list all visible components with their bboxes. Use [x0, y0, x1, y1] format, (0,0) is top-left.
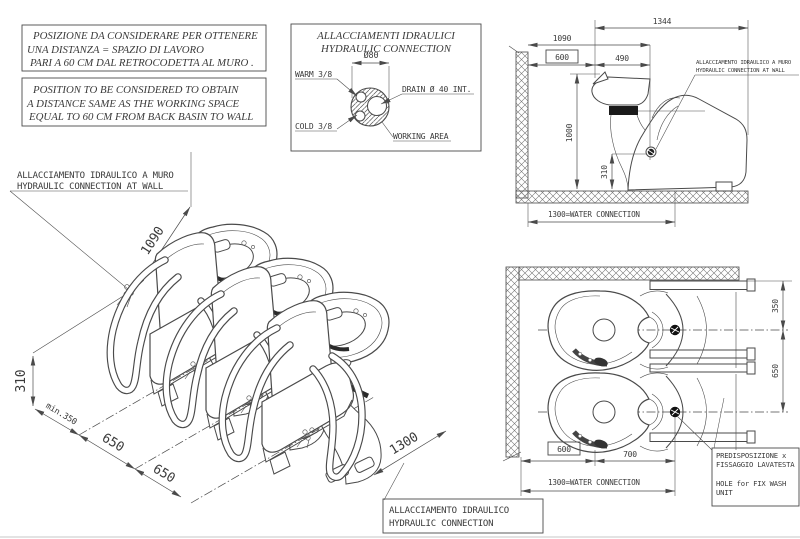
note-it-line3: PARI A 60 CM DAL RETROCODETTA AL MURO .: [29, 57, 254, 69]
hydraulic-detail-box: ALLACCIAMENTI IDRAULICI HYDRAULIC CONNEC…: [290, 23, 482, 152]
note-en-line3: EQUAL TO 60 CM FROM BACK BASIN TO WALL: [28, 111, 253, 123]
iso-dim-650b: 650: [150, 462, 177, 487]
iso-wall-label-italian: ALLACCIAMENTO IDRAULICO A MURO: [17, 171, 174, 181]
note-en-line2: A DISTANCE SAME AS THE WORKING SPACE: [26, 98, 240, 110]
plan-dim-600: 600: [557, 445, 571, 454]
plan-dim-700: 700: [623, 450, 637, 459]
side-label-english: HYDRAULIC CONNECTION AT WALL: [696, 68, 786, 74]
side-dim-1000: 1000: [565, 123, 574, 142]
cold-label: COLD 3/8: [295, 122, 332, 131]
plan-dim-350: 350: [771, 299, 780, 313]
plan-dim-650: 650: [771, 364, 780, 378]
plan-view: 350 650 600 700 1300=WATER CONNECTION PR…: [502, 266, 800, 507]
side-wall: [515, 51, 529, 199]
warm-label: WARM 3/8: [295, 70, 332, 79]
iso-wall-label-english: HYDRAULIC CONNECTION AT WALL: [17, 182, 163, 192]
side-dim-1090: 1090: [553, 34, 572, 43]
drain-label: DRAIN Ø 40 INT.: [402, 84, 471, 94]
note-en-line1: POSITION TO BE CONSIDERED TO OBTAIN: [32, 84, 239, 96]
plan-wall-top: [518, 266, 740, 281]
side-chair-body: [627, 94, 748, 191]
iso-dim-650a: 650: [99, 431, 126, 456]
scan-edge-artifact: [0, 536, 800, 538]
side-connection-symbol: [645, 146, 657, 158]
side-dim-1300-water: 1300=WATER CONNECTION: [548, 210, 640, 219]
fix-label-line1: PREDISPOSIZIONE x: [716, 451, 787, 460]
iso-dim-min350: min.350: [44, 401, 79, 427]
plan-wall-left: [505, 266, 520, 458]
side-view: ALLACCIAMENTO IDRAULICO A MURO HYDRAULIC…: [508, 17, 799, 227]
note-it-line1: POSIZIONE DA CONSIDERARE PER OTTENERE: [32, 30, 258, 42]
detail-title-english: HYDRAULIC CONNECTION: [320, 43, 452, 55]
fix-hole-label-box: PREDISPOSIZIONE x FISSAGGIO LAVATESTA HO…: [711, 447, 800, 507]
drain-pipe-circle: [367, 96, 387, 116]
side-dim-310: 310: [600, 165, 609, 179]
cold-pipe-circle: [354, 110, 366, 122]
iso-bottom-label-italian: ALLACCIAMENTO IDRAULICO: [389, 506, 509, 516]
iso-bottom-label-box: ALLACCIAMENTO IDRAULICO HYDRAULIC CONNEC…: [382, 498, 544, 534]
fix-label-line4: UNIT: [716, 488, 733, 497]
fix-label-line3: HOLE for FIX WASH: [716, 479, 786, 488]
iso-dim-310: 310: [14, 370, 29, 393]
plan-dim-1300-water: 1300=WATER CONNECTION: [548, 478, 640, 487]
note-box-italian: POSIZIONE DA CONSIDERARE PER OTTENERE UN…: [21, 24, 267, 72]
note-it-line2: UNA DISTANZA = SPAZIO DI LAVORO: [27, 44, 204, 56]
iso-bottom-label-english: HYDRAULIC CONNECTION: [389, 519, 493, 529]
side-dim-490: 490: [615, 54, 629, 63]
side-floor: [515, 190, 749, 204]
working-area-label: WORKING AREA: [393, 132, 449, 141]
side-basin: [591, 76, 651, 106]
detail-title-italian: ALLACCIAMENTI IDRAULICI: [316, 30, 456, 42]
fix-label-line2: FISSAGGIO LAVATESTA: [716, 460, 795, 469]
side-label-italian: ALLACCIAMENTO IDRAULICO A MURO: [696, 60, 792, 66]
warm-pipe-circle: [355, 91, 367, 103]
isometric-view: ALLACCIAMENTO IDRAULICO A MURO HYDRAULIC…: [9, 152, 544, 534]
note-box-english: POSITION TO BE CONSIDERED TO OBTAIN A DI…: [21, 77, 267, 127]
side-basin-mount: [609, 106, 638, 115]
side-dim-600: 600: [555, 53, 569, 62]
side-dim-1344: 1344: [653, 17, 672, 26]
iso-dim-1300: 1300: [387, 430, 421, 459]
detail-dim-diameter: Ø80: [364, 50, 379, 61]
